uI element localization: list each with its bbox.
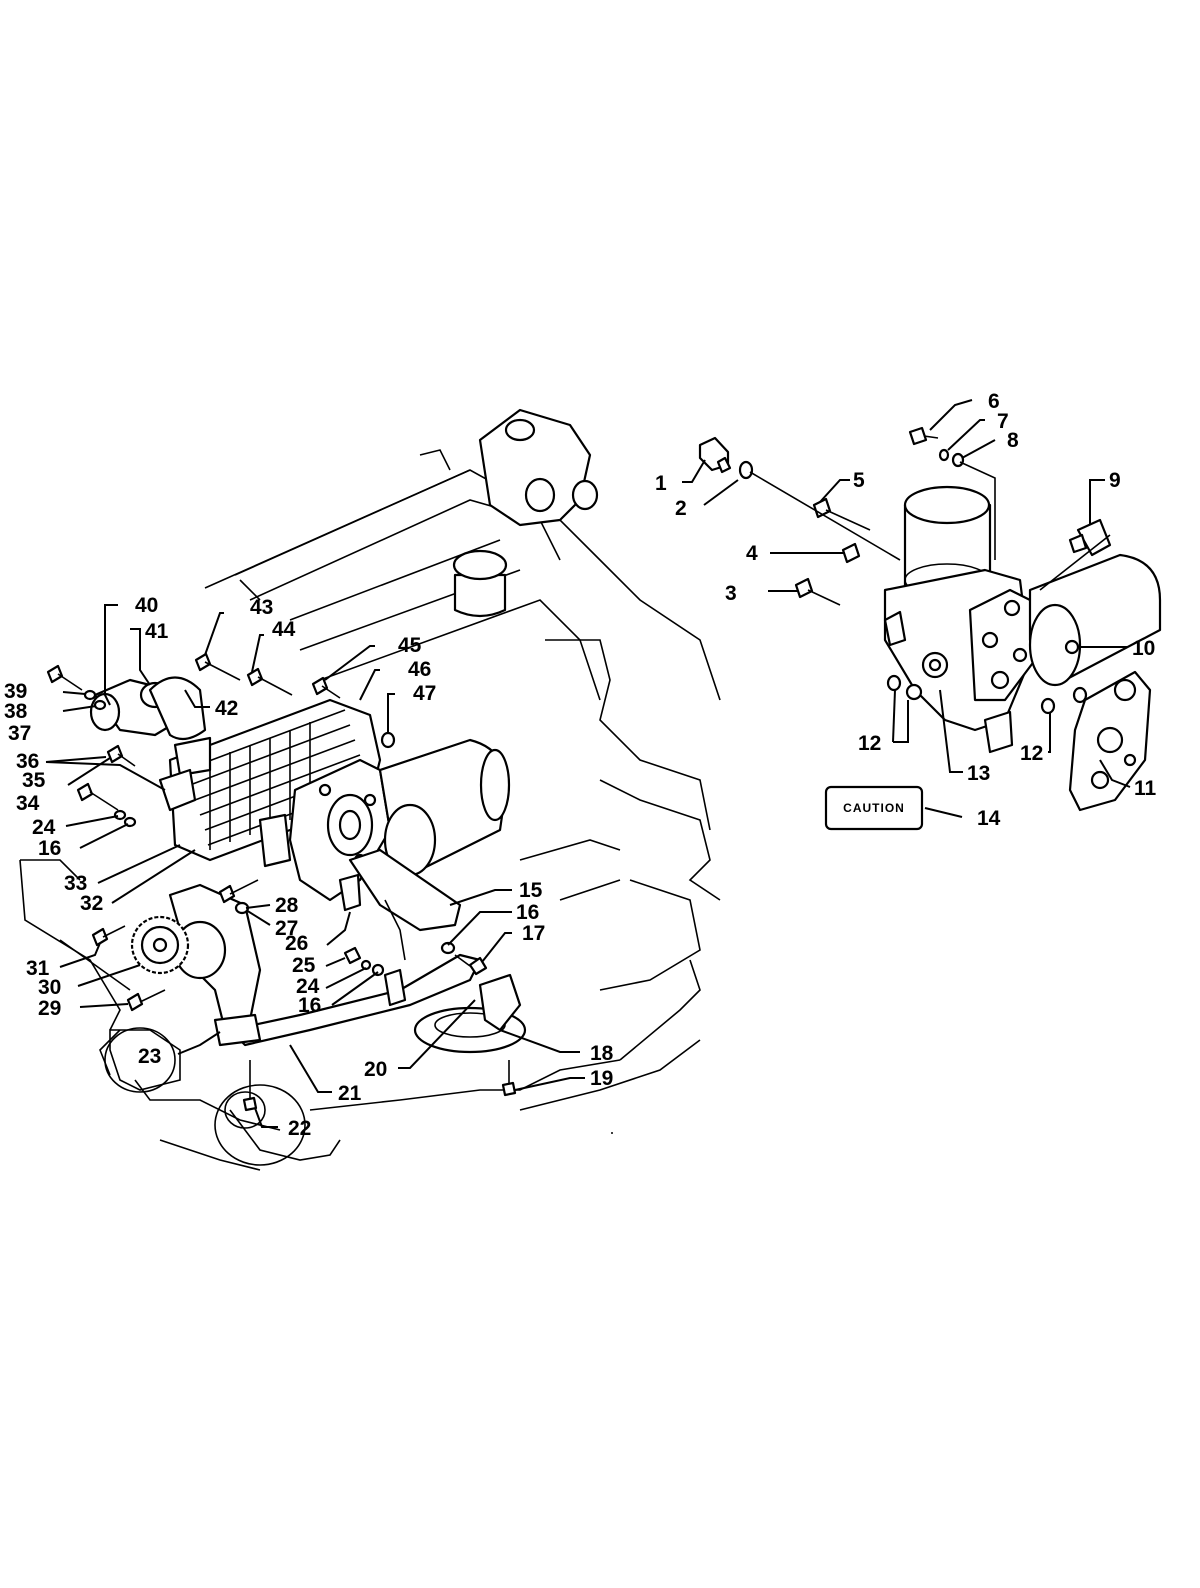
callout-12-right: 12 xyxy=(1020,742,1043,765)
callout-15: 15 xyxy=(519,879,543,902)
callout-27: 27 xyxy=(275,917,298,940)
callout-12-left: 12 xyxy=(858,732,881,755)
callout-9: 9 xyxy=(1109,469,1121,492)
callout-31: 31 xyxy=(26,957,50,980)
callout-44: 44 xyxy=(272,618,296,641)
caution-text: CAUTION xyxy=(843,801,905,815)
callout-16-c: 16 xyxy=(298,994,321,1017)
callout-32: 32 xyxy=(80,892,103,915)
callout-17: 17 xyxy=(522,922,545,945)
callout-39: 39 xyxy=(4,680,27,703)
callout-numbers: 1 2 3 4 5 6 7 8 9 10 11 12 12 13 14 15 1… xyxy=(4,390,1157,1140)
callout-3: 3 xyxy=(725,582,737,605)
callout-36: 36 xyxy=(16,750,39,773)
callout-11: 11 xyxy=(1134,777,1157,800)
callout-20: 20 xyxy=(364,1058,387,1081)
left-bolts xyxy=(46,652,517,1112)
callout-23: 23 xyxy=(138,1045,161,1068)
callout-46: 46 xyxy=(408,658,431,681)
callout-16-b: 16 xyxy=(38,837,61,860)
right-filter-assembly xyxy=(698,426,1162,812)
callout-37: 37 xyxy=(8,722,31,745)
callout-22: 22 xyxy=(288,1117,311,1140)
callout-28: 28 xyxy=(275,894,299,917)
callout-8: 8 xyxy=(1007,429,1019,452)
caution-label: CAUTION xyxy=(824,785,924,831)
callout-42: 42 xyxy=(215,697,238,720)
callout-29: 29 xyxy=(38,997,61,1020)
callout-26: 26 xyxy=(285,932,308,955)
callout-47: 47 xyxy=(413,682,436,705)
callout-41: 41 xyxy=(145,620,169,643)
callout-4: 4 xyxy=(746,542,758,565)
callout-1: 1 xyxy=(655,472,667,495)
callout-18: 18 xyxy=(590,1042,614,1065)
callout-21: 21 xyxy=(338,1082,362,1105)
callout-5: 5 xyxy=(853,469,865,492)
callout-14: 14 xyxy=(977,807,1001,830)
callout-7: 7 xyxy=(997,410,1009,433)
callout-34: 34 xyxy=(16,792,40,815)
oil-pump-assembly xyxy=(130,848,527,1054)
callout-33: 33 xyxy=(64,872,87,895)
leader-lines xyxy=(45,399,1131,1128)
callout-16-a: 16 xyxy=(516,901,539,924)
callout-6: 6 xyxy=(988,390,1000,413)
stray-mark xyxy=(611,1132,613,1134)
engine-block-drawing xyxy=(19,408,721,1171)
callout-35: 35 xyxy=(22,769,46,792)
callout-24-b: 24 xyxy=(296,975,320,998)
callout-10: 10 xyxy=(1132,637,1155,660)
callout-38: 38 xyxy=(4,700,28,723)
callout-45: 45 xyxy=(398,634,422,657)
callout-30: 30 xyxy=(38,976,61,999)
callout-40: 40 xyxy=(135,594,158,617)
callout-2: 2 xyxy=(675,497,687,520)
callout-24-a: 24 xyxy=(32,816,56,839)
callout-19: 19 xyxy=(590,1067,613,1090)
callout-25: 25 xyxy=(292,954,316,977)
callout-43: 43 xyxy=(250,596,273,619)
callout-13: 13 xyxy=(967,762,990,785)
